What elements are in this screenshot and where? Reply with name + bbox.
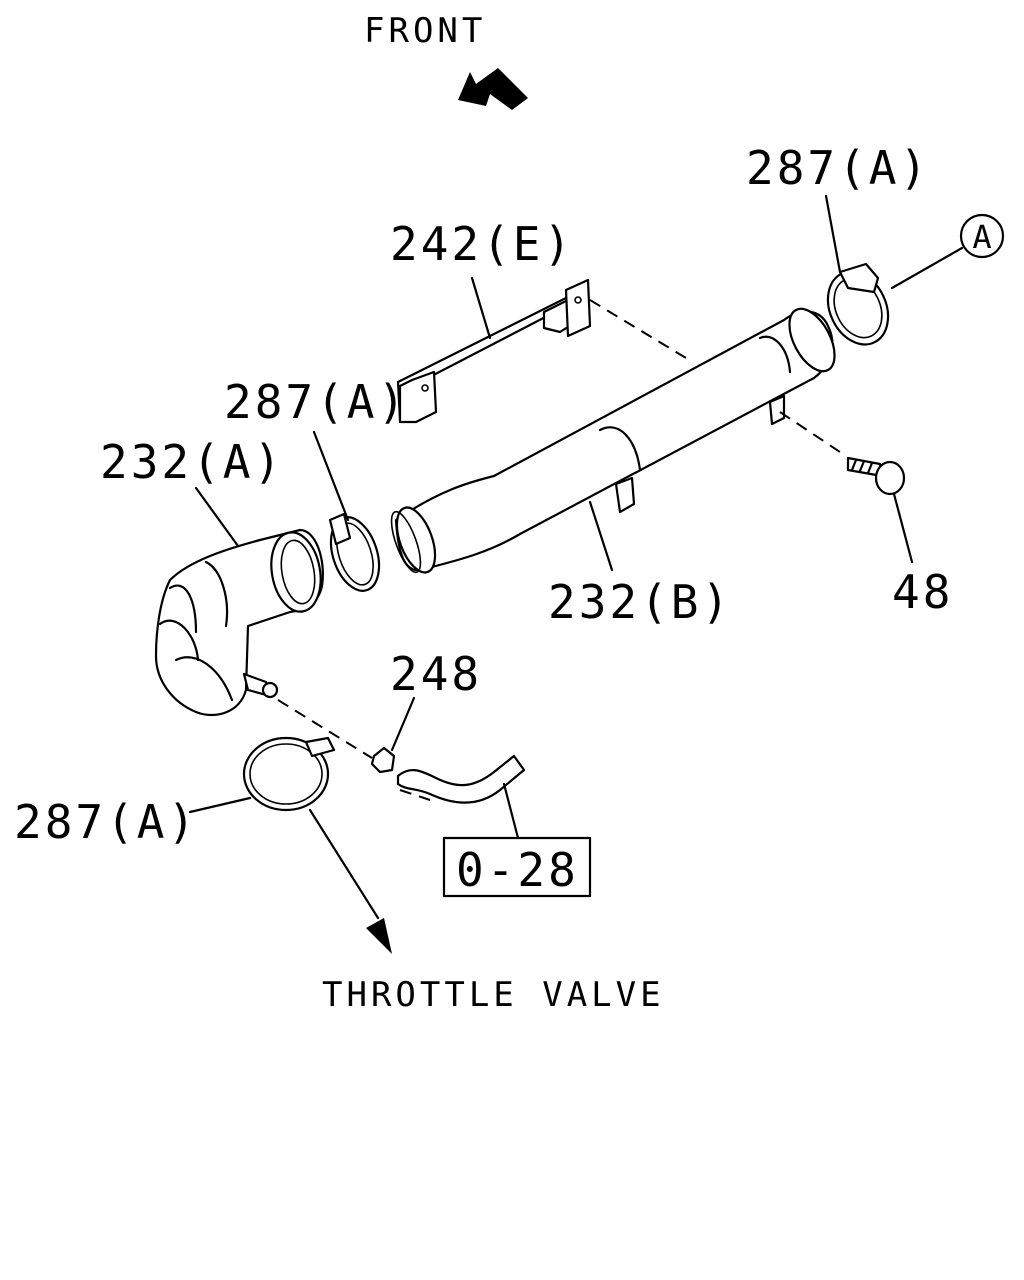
leader-ref-a <box>890 246 964 290</box>
throttle-valve-label: THROTTLE VALVE <box>322 975 665 1015</box>
label-287a-bottom: 287(A) <box>14 795 198 849</box>
bracket-242e <box>396 278 592 424</box>
vacuum-hose <box>396 754 526 804</box>
bolt-48 <box>846 456 906 496</box>
label-232b: 232(B) <box>548 575 732 629</box>
ref-circle-label: A <box>972 218 991 256</box>
pipe-232b <box>390 307 836 574</box>
label-242e: 242(E) <box>390 217 574 271</box>
leader-248 <box>390 696 416 752</box>
ref-box-label: 0-28 <box>456 843 579 897</box>
down-arrow-icon <box>366 918 392 954</box>
leader-287a-mid <box>312 430 350 522</box>
leader-232a <box>194 486 240 548</box>
leader-287a-bottom <box>188 796 252 814</box>
leader-232b <box>588 500 614 572</box>
label-232a: 232(A) <box>100 435 284 489</box>
hose-232a <box>154 528 324 717</box>
fitting-248 <box>370 746 396 774</box>
connection-bolt-to-pipe <box>779 411 847 457</box>
label-48: 48 <box>892 565 953 619</box>
connection-bracket-to-pipe <box>589 299 687 359</box>
front-label: FRONT <box>364 11 486 51</box>
clamp-mid <box>328 512 381 592</box>
label-287a-top: 287(A) <box>746 141 930 195</box>
clamp-top-right <box>826 262 890 346</box>
clamp-bottom <box>242 736 336 812</box>
front-arrow-icon <box>458 68 528 110</box>
ref-box <box>442 836 592 898</box>
leader-287a-top <box>824 194 842 274</box>
leader-242e <box>470 276 492 340</box>
leader-48 <box>892 492 914 564</box>
label-248: 248 <box>390 647 482 701</box>
label-287a-mid: 287(A) <box>224 375 408 429</box>
leader-0-28 <box>502 782 520 840</box>
flow-line <box>308 808 380 920</box>
ref-circle <box>959 213 1005 259</box>
connection-hose-end <box>399 789 431 801</box>
